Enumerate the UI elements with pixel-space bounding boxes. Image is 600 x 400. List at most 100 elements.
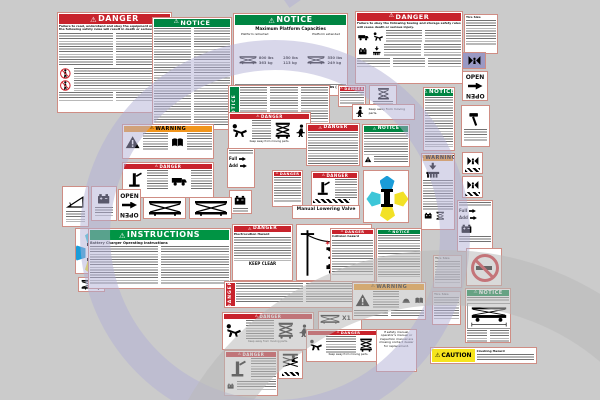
battery-icon [423,211,433,220]
label-text: Full [229,155,238,161]
text-block [251,358,276,380]
pentagon-right [394,191,408,206]
open-text-top: OPEN [120,192,139,200]
text-lines [459,202,491,207]
instructions-header: ⚠INSTRUCTIONS [90,230,229,240]
label-row: Add [459,215,491,221]
danger-header: ⚠DANGER [224,314,312,319]
header-text: DANGER [279,172,300,176]
prohibition-person-icon [59,80,72,91]
text-block [274,177,301,204]
notice-brake-release: ⚠NOTICE [376,228,422,283]
label-row [357,30,461,43]
text-block [357,58,462,67]
warning-triangle-icon: ⚠ [340,229,344,234]
text-block [373,291,400,310]
label-text: Tire Size [466,15,481,19]
person-icon [294,124,309,137]
battery-tile-left [229,190,252,214]
scissor-stack-icon [273,122,293,139]
text-block [464,129,487,141]
header-text: DANGER [344,230,365,234]
warning-triangle-icon: ⚠ [473,290,478,296]
scissor-stack-icon [358,338,374,352]
danger-header: ⚠DANGER [226,352,276,357]
capacity-title: Maximum Platform Capacities [255,26,326,31]
text-lines [467,330,487,342]
label-text: Keep away from moving parts. [249,140,290,143]
person-fall-icon [372,31,385,42]
text-block [425,96,453,147]
warning-triangle-icon: ⚠ [318,125,323,131]
text-lines [73,79,170,91]
text-block [434,297,459,321]
hazard-stripes [281,372,300,376]
text-lines [459,236,491,242]
open-direction-arrow-icon [122,201,137,209]
danger-header: ⚠DANGER [357,13,461,22]
text-block [73,79,170,91]
watermark-diagonal-band [270,0,487,8]
text-lines [326,336,357,354]
header-text: DANGER [326,173,349,178]
label-row [226,358,276,380]
battery-icon [226,382,235,390]
text-lines [392,58,426,67]
label-row [423,211,453,220]
keep-away-strip: Keep away from moving parts. [352,104,415,120]
text-block [364,132,408,155]
label-row [313,179,357,198]
text-block [374,155,408,164]
person-fall-icon [224,322,244,339]
text-lines [357,58,390,67]
danger-header: ⚠DANGER [308,330,389,336]
text-lines [190,170,213,190]
scissor-side-icon [320,313,340,325]
warning-triangle-icon: ⚠ [247,226,252,232]
warning-read-manual: ⚠WARNING [122,124,214,159]
battery-icon [95,191,112,206]
pentagon-bottom [380,207,395,221]
label-text: Tire Size [435,256,450,260]
warning-triangle-icon: ⚠ [118,230,126,240]
text-lines [236,283,303,304]
col-platform-extended: Platform extended [312,31,340,36]
wheelbase-diagram-icon [467,303,510,330]
danger-header: ⚠DANGER [230,114,309,119]
text-lines [386,30,423,43]
header-text: DANGER [260,114,283,119]
header-text: DANGER [159,164,182,169]
label-row [124,170,213,190]
text-lines [378,235,420,278]
text-lines [464,129,487,141]
hazard-stripes [313,199,351,203]
tri-exclaim-icon [124,135,141,150]
text-block [326,336,357,354]
warning-triangle-icon: ⚠ [90,14,98,24]
pentagon-left [366,191,380,206]
text-block [386,30,461,43]
label-text: Full [459,207,468,213]
text-lines [374,155,408,164]
tri-exclaim-icon [354,293,371,308]
text-lines [423,180,453,211]
header-text: WARNING [155,126,187,132]
warning-triangle-icon: ⚠ [435,352,441,359]
hammer-icon [466,111,486,128]
text-lines [237,381,276,390]
text-block [190,170,213,190]
header-text: DANGER [252,226,278,231]
label-row: Full [229,156,253,162]
text-lines [94,207,114,216]
text-lines [334,179,357,198]
label-text: Electrocution Hazard [234,231,270,236]
text-lines [73,67,170,79]
capacity-lbs: 250 lbs [283,55,298,60]
label-row [226,381,276,390]
notice-header: ⚠NOTICE [235,15,346,25]
warning-triangle-icon: ⚠ [372,126,377,132]
text-lines [251,358,276,380]
text-block [467,297,509,303]
